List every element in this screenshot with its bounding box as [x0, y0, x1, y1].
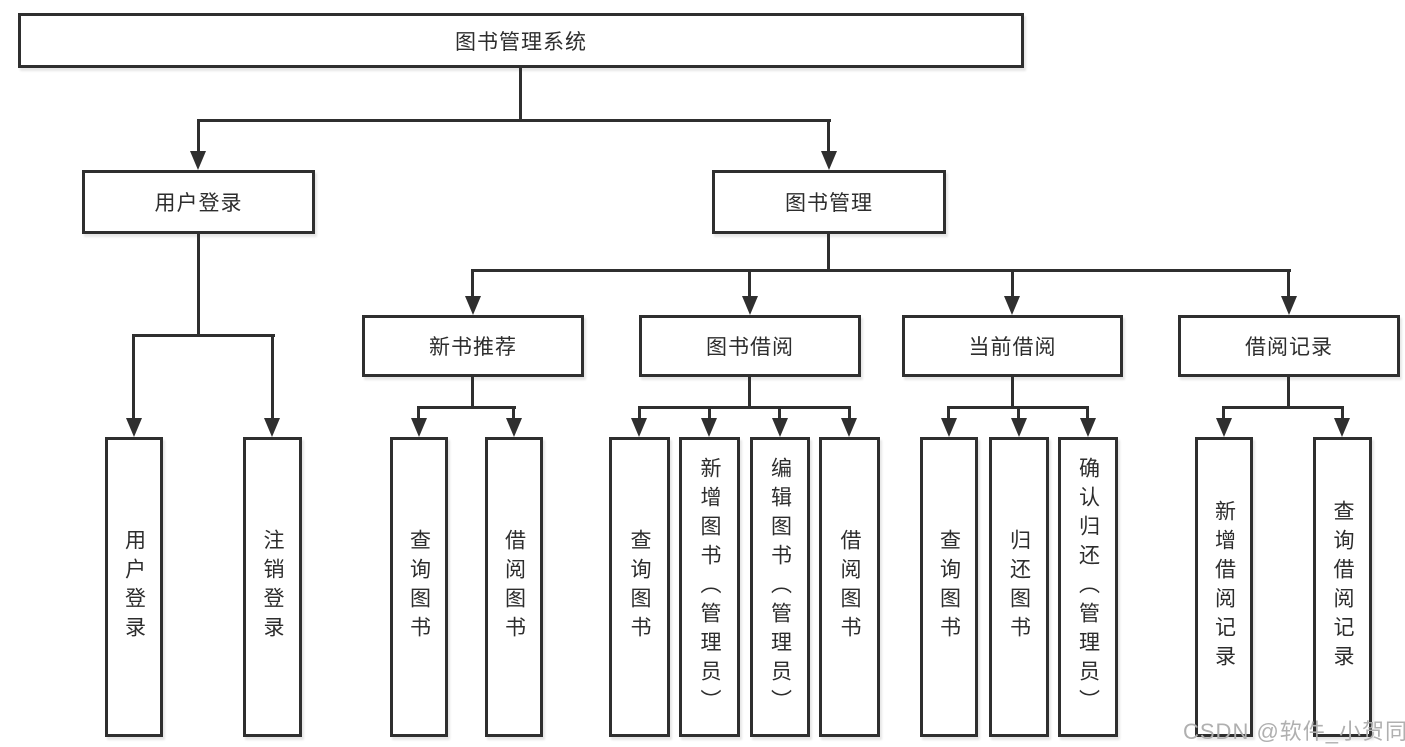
connector-nb-split [417, 406, 516, 409]
arrow-to-borrow-record [1281, 296, 1297, 315]
connector-bm-drop [827, 234, 830, 272]
arrow-to-bb-query [631, 418, 647, 437]
connector-stem-leaf-logout [271, 334, 274, 419]
connector-stem-borrow-record [1287, 269, 1290, 297]
leaf-query-books-recommend: 查询图书 [390, 437, 448, 737]
node-library-management-system: 图书管理系统 [18, 13, 1024, 68]
leaf-confirm-return-admin: 确认归还（管理员） [1058, 437, 1118, 737]
connector-stem-cb-confirm [1086, 406, 1089, 420]
leaf-query-borrow-record: 查询借阅记录 [1313, 437, 1372, 737]
arrow-to-leaf-login [126, 418, 142, 437]
connector-stem-cb-query [947, 406, 950, 420]
arrow-to-bb-edit [772, 418, 788, 437]
connector-stem-book-management [827, 119, 830, 152]
arrow-to-bb-borrow [841, 418, 857, 437]
node-new-book-recommend: 新书推荐 [362, 315, 584, 377]
connector-stem-cb-return [1017, 406, 1020, 420]
connector-stem-nb-borrow [512, 406, 515, 420]
arrow-to-nb-query [411, 418, 427, 437]
leaf-query-books-current: 查询图书 [920, 437, 978, 737]
connector-stem-nb-query [417, 406, 420, 420]
connector-br-drop [1287, 377, 1290, 408]
arrow-to-cb-return [1011, 418, 1027, 437]
connector-stem-leaf-login [132, 334, 135, 419]
leaf-borrow-books-recommend: 借阅图书 [485, 437, 543, 737]
leaf-borrow-books: 借阅图书 [819, 437, 880, 737]
connector-ul-drop [197, 234, 200, 337]
arrow-to-cb-confirm [1080, 418, 1096, 437]
connector-stem-new-book [471, 269, 474, 297]
connector-stem-bb-add [708, 406, 711, 420]
node-book-borrowing: 图书借阅 [639, 315, 861, 377]
leaf-edit-books-admin: 编辑图书（管理员） [750, 437, 810, 737]
connector-bb-drop [748, 377, 751, 408]
connector-stem-bb-borrow [848, 406, 851, 420]
connector-stem-br-query [1341, 406, 1344, 420]
node-borrowing-records: 借阅记录 [1178, 315, 1400, 377]
arrow-to-nb-borrow [506, 418, 522, 437]
connector-nb-drop [471, 377, 474, 408]
arrow-to-current-borrow [1004, 296, 1020, 315]
arrow-to-new-book [465, 296, 481, 315]
arrow-to-leaf-logout [264, 418, 280, 437]
connector-cb-drop [1011, 377, 1014, 408]
connector-root-drop [519, 66, 522, 120]
leaf-add-books-admin: 新增图书（管理员） [679, 437, 740, 737]
leaf-logout: 注销登录 [243, 437, 302, 737]
leaf-user-login: 用户登录 [105, 437, 163, 737]
connector-stem-br-add [1222, 406, 1225, 420]
connector-stem-bb-query [638, 406, 641, 420]
connector-stem-book-borrow [748, 269, 751, 297]
node-user-login: 用户登录 [82, 170, 315, 234]
connector-ul-split [132, 334, 275, 337]
arrow-to-cb-query [941, 418, 957, 437]
node-current-borrowing: 当前借阅 [902, 315, 1123, 377]
leaf-return-books: 归还图书 [989, 437, 1049, 737]
arrow-to-br-query [1334, 418, 1350, 437]
arrow-to-bb-add [701, 418, 717, 437]
arrow-to-br-add [1216, 418, 1232, 437]
csdn-watermark: CSDN @软件_小贺同学 [1183, 719, 1405, 744]
connector-stem-user-login [197, 119, 200, 152]
arrow-to-book-borrow [742, 296, 758, 315]
connector-bb-split [638, 406, 851, 409]
connector-stem-bb-edit [778, 406, 781, 420]
connector-bm-split [471, 269, 1291, 272]
leaf-add-borrow-record: 新增借阅记录 [1195, 437, 1253, 737]
connector-br-split [1222, 406, 1344, 409]
connector-stem-current-borrow [1011, 269, 1014, 297]
connector-root-split [197, 119, 831, 122]
node-book-management: 图书管理 [712, 170, 946, 234]
arrow-to-book-management [821, 151, 837, 170]
arrow-to-user-login [190, 151, 206, 170]
leaf-query-books-borrow: 查询图书 [609, 437, 670, 737]
